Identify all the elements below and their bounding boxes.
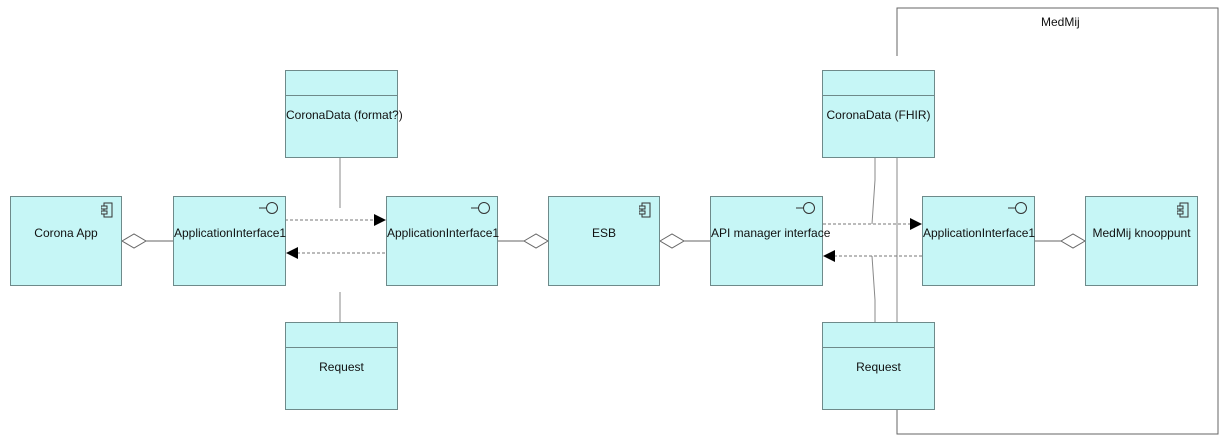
medmij-knooppunt-component[interactable]: MedMij knooppunt — [1085, 196, 1198, 286]
aggregation-diamond — [523, 233, 549, 249]
component-icon — [101, 202, 113, 218]
element-label: MedMij knooppunt — [1092, 226, 1191, 240]
element-label: Request — [856, 360, 901, 374]
object-header-line — [823, 347, 934, 348]
element-label: ESB — [591, 226, 616, 240]
corona-data-fhir-object[interactable]: CoronaData (FHIR) — [822, 70, 935, 158]
element-label: CoronaData (format?) — [286, 108, 403, 122]
application-interface-1-middle[interactable]: ApplicationInterface1 — [386, 196, 500, 286]
element-label: CoronaData (FHIR) — [826, 108, 931, 122]
element-label: ApplicationInterface1 — [923, 226, 1036, 240]
interface-icon — [471, 202, 490, 214]
request-object-right[interactable]: Request — [822, 322, 935, 410]
element-label: Corona App — [34, 226, 98, 240]
arrowhead — [286, 247, 298, 259]
object-header-line — [286, 347, 397, 348]
object-header-line — [823, 95, 934, 96]
element-label: ApplicationInterface1 — [174, 226, 287, 240]
association-line — [871, 158, 876, 225]
application-interface-1-right[interactable]: ApplicationInterface1 — [922, 196, 1035, 286]
object-header-line — [286, 95, 397, 96]
component-icon — [1177, 202, 1189, 218]
arrowhead — [910, 218, 922, 230]
component-icon — [639, 202, 651, 218]
api-manager-interface[interactable]: API manager interface — [710, 196, 831, 286]
aggregation-diamond — [1060, 233, 1086, 249]
application-interface-1-left[interactable]: ApplicationInterface1 — [173, 196, 286, 286]
request-object-left[interactable]: Request — [285, 322, 398, 410]
element-label: ApplicationInterface1 — [387, 226, 500, 240]
arrowhead — [823, 250, 835, 262]
element-label: Request — [319, 360, 364, 374]
interface-icon — [796, 202, 815, 214]
corona-app-component[interactable]: Corona App — [10, 196, 122, 286]
corona-data-format-object[interactable]: CoronaData (format?) — [285, 70, 403, 158]
aggregation-diamond — [121, 233, 147, 249]
aggregation-diamond — [659, 233, 685, 249]
interface-icon — [1008, 202, 1027, 214]
arrowhead — [374, 214, 386, 226]
medmij-group-boundary — [896, 7, 1219, 435]
interface-icon — [259, 202, 278, 214]
group-label: MedMij — [1041, 15, 1080, 29]
association-line — [871, 255, 876, 322]
esb-component[interactable]: ESB — [548, 196, 660, 286]
element-label: API manager interface — [711, 226, 831, 240]
